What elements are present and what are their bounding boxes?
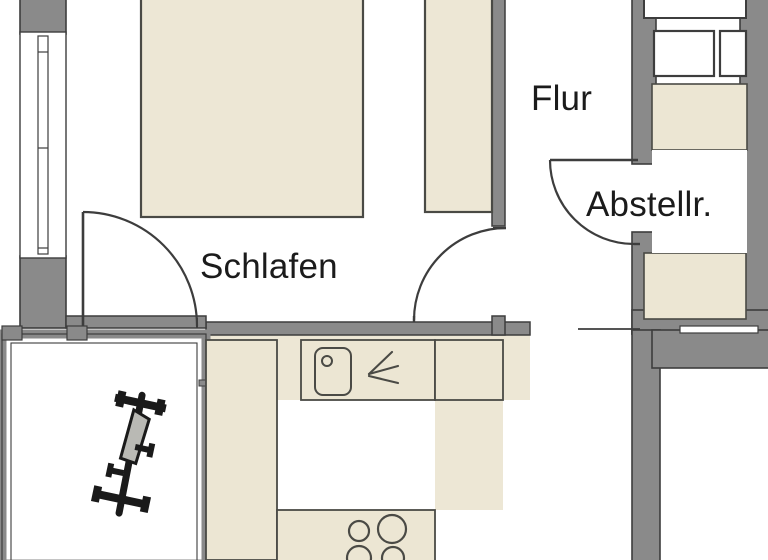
plant-branch-bottom bbox=[95, 490, 147, 509]
plant-branch-top-right-tip bbox=[154, 398, 166, 416]
wall-bedroom-kitchen bbox=[205, 321, 531, 336]
storage-shelf-upper-narrow bbox=[718, 29, 748, 78]
faucet-line-3 bbox=[367, 374, 400, 385]
sink-faucet-lines bbox=[367, 350, 400, 385]
plant-branch-top-left-tip bbox=[115, 390, 127, 408]
kitchen-open-floor bbox=[277, 400, 435, 510]
kitchen-counter-left-leg bbox=[205, 339, 278, 560]
kitchen-sink bbox=[314, 347, 352, 396]
door-arc-bedroom-left bbox=[82, 210, 199, 327]
door-arc-storage bbox=[548, 159, 635, 246]
window-left-glazing bbox=[37, 35, 49, 255]
balcony-return-left bbox=[1, 325, 23, 341]
balcony-return-right bbox=[66, 325, 88, 341]
storage-shelf-top-strip bbox=[643, 0, 747, 19]
door-swing-bedroom-right bbox=[412, 226, 507, 322]
balcony-inner-line bbox=[10, 342, 198, 560]
stove-burner-bl bbox=[345, 544, 373, 560]
door-swing-storage bbox=[548, 158, 640, 246]
kitchen-counter-right bbox=[434, 339, 504, 401]
stove-burner-large-tr bbox=[376, 513, 408, 545]
wardrobe-block bbox=[423, 0, 494, 214]
wall-right-lower-horizontal bbox=[651, 329, 768, 369]
bed-block bbox=[139, 0, 365, 219]
sink-basin bbox=[314, 347, 352, 396]
storage-cabinet-lower bbox=[643, 252, 747, 320]
stove-burner-br bbox=[380, 545, 406, 560]
room-label-flur: Flur bbox=[531, 79, 592, 118]
plant-branch-bottom-right-tip bbox=[139, 495, 152, 514]
bedroom-furniture bbox=[139, 0, 494, 219]
stove-burner-small-tl bbox=[347, 519, 371, 543]
storage-cabinet-middle bbox=[651, 83, 748, 151]
faucet-line-1 bbox=[367, 350, 394, 376]
balcony-railing bbox=[0, 329, 211, 560]
wall-left-lower-stub bbox=[19, 255, 67, 329]
wall-bedroom-corridor bbox=[491, 0, 506, 227]
window-storage-wall bbox=[578, 325, 759, 334]
balcony-plant bbox=[90, 390, 167, 517]
balcony-area bbox=[0, 325, 212, 560]
storage-contents bbox=[643, 0, 748, 320]
wall-door-jamb-right bbox=[491, 315, 506, 336]
door-swing-bedroom-left bbox=[81, 210, 199, 328]
faucet-line-2 bbox=[367, 364, 400, 376]
wall-left-top-stub bbox=[19, 0, 67, 35]
room-label-schlafen: Schlafen bbox=[200, 247, 338, 286]
window-left-wall bbox=[19, 31, 67, 259]
stove-cooktop bbox=[345, 513, 408, 560]
plant-branch-mid-tip bbox=[146, 442, 156, 458]
storage-shelf-upper bbox=[652, 29, 716, 78]
window-storage-glazing bbox=[679, 325, 759, 334]
plant-leaf-blade bbox=[118, 407, 151, 466]
interior-walls bbox=[65, 0, 531, 336]
wall-storage-left-upper bbox=[631, 0, 657, 165]
plant-branch-low-tip bbox=[105, 462, 115, 478]
plant-branch-bottom-left-tip bbox=[90, 485, 103, 503]
door-arc-bedroom-right bbox=[412, 226, 507, 321]
storage-open-floor bbox=[652, 150, 747, 253]
plant-branch-top bbox=[114, 393, 167, 413]
wall-balcony-top bbox=[65, 315, 207, 329]
room-label-abstellraum: Abstellr. bbox=[586, 185, 712, 224]
sink-drain bbox=[321, 355, 333, 367]
kitchen-open-floor-right bbox=[435, 400, 530, 560]
kitchen-counter-bottom bbox=[276, 509, 436, 560]
